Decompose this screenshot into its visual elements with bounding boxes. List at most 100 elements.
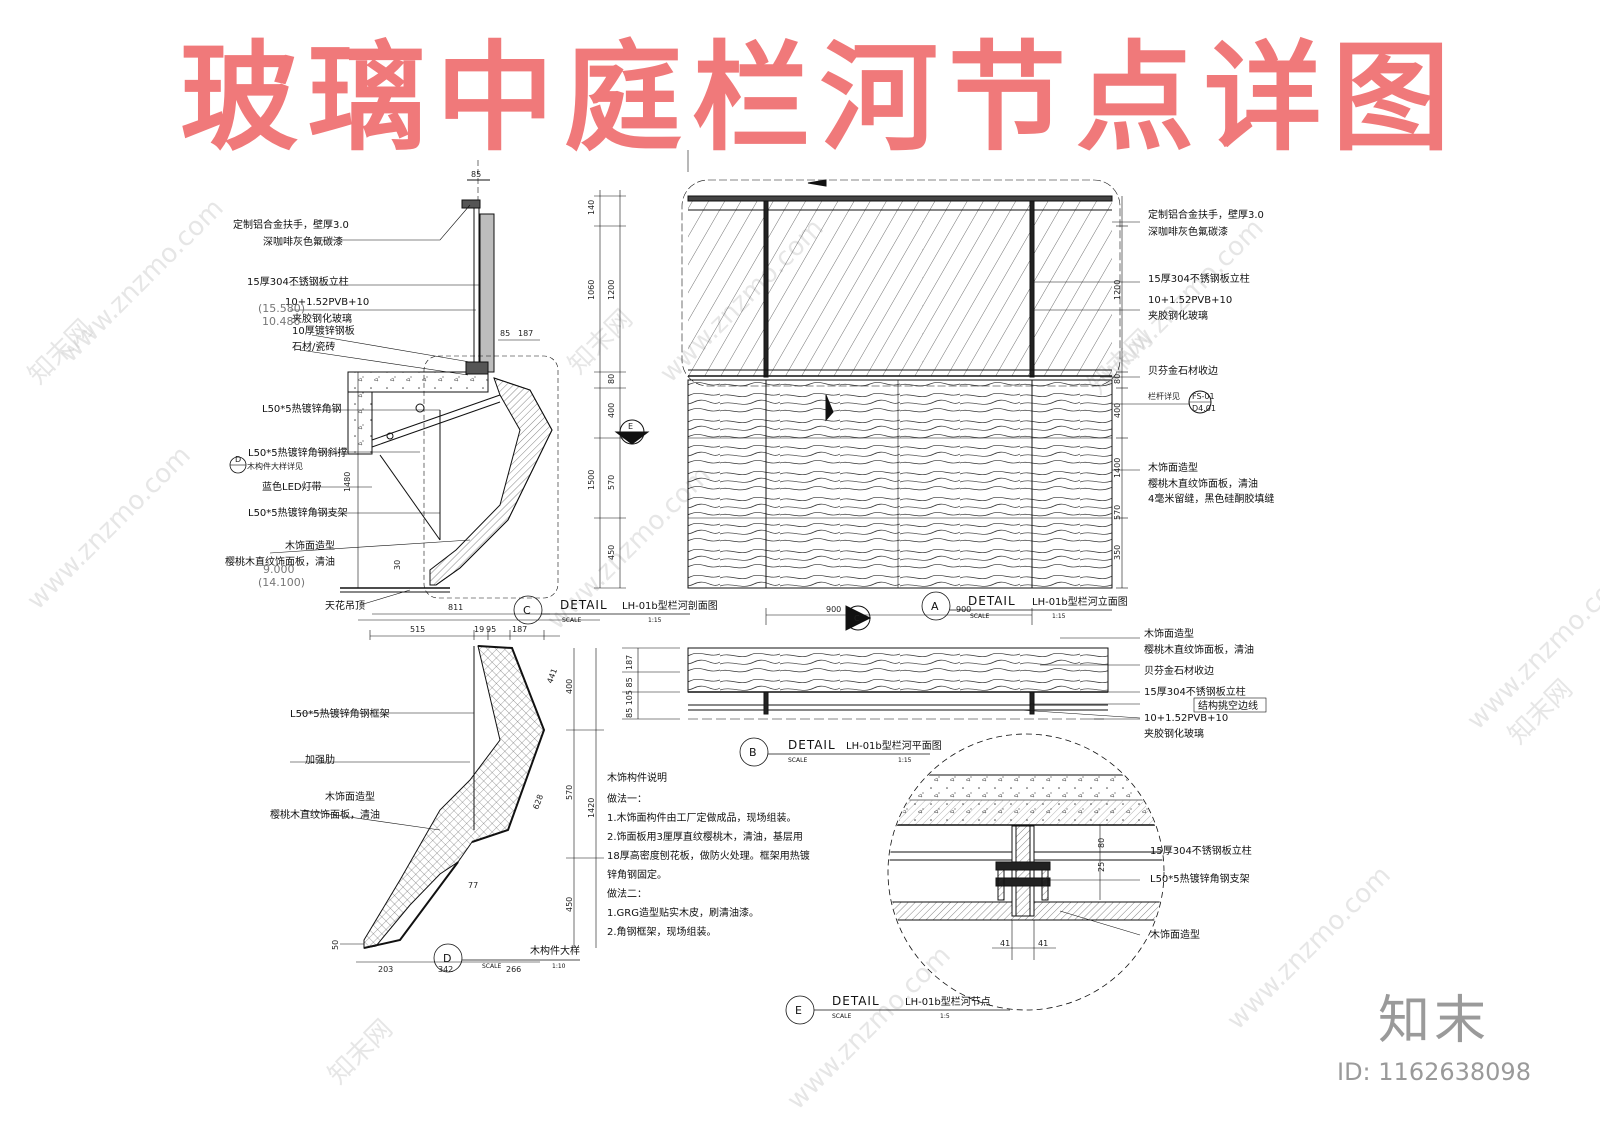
page-title: 玻璃中庭栏河节点详图 (180, 28, 1461, 167)
dim-label: 19 (474, 625, 484, 634)
label-glass: 夹胶钢化玻璃 (292, 312, 352, 325)
dim-label: 266 (506, 965, 521, 974)
dim-label: 570 (565, 785, 574, 800)
elevation-a-labels: 定制铝合金扶手，壁厚3.0 深咖啡灰色氟碳漆 15厚304不锈钢板立柱 10+1… (587, 200, 1274, 623)
dim-label: 350 (1113, 545, 1122, 560)
label-steel-post: 15厚304不锈钢板立柱 (247, 275, 349, 288)
section-c-tag: C (523, 604, 531, 617)
dim-label: 187 (512, 625, 527, 634)
detail-d-scale: 1:10 (552, 963, 566, 970)
level-bottom: 9.000 (263, 563, 295, 576)
label-cherry-veneer: 樱桃木直纹饰面板，清油 (270, 808, 380, 821)
section-c-labels: 定制铝合金扶手，壁厚3.0 深咖啡灰色氟碳漆 15厚304不锈钢板立柱 10+1… (225, 218, 369, 612)
label-handrail: 定制铝合金扶手，壁厚3.0 (1148, 208, 1264, 221)
label-handrail: 定制铝合金扶手，壁厚3.0 (233, 218, 349, 231)
label-handrail-finish: 深咖啡灰色氟碳漆 (1148, 225, 1228, 238)
label-steel-post: 15厚304不锈钢板立柱 (1148, 272, 1250, 285)
label-steel-post: 15厚304不锈钢板立柱 (1144, 685, 1246, 698)
label-wood-form: 木饰面造型 (285, 539, 335, 552)
dim-label: 80 (1113, 374, 1122, 384)
dim-label: 400 (1113, 403, 1122, 418)
dim-label: 25 (1097, 862, 1106, 872)
label-angle-steel: L50*5热镀锌角钢 (262, 402, 342, 415)
label-stone-edge: 贝芬金石材收边 (1144, 664, 1214, 677)
dim-label: 77 (468, 881, 478, 890)
label-glass-spec: 10+1.52PVB+10 (285, 297, 369, 308)
dim-label: 30 (393, 560, 402, 570)
dim-label: 1060 (587, 280, 596, 300)
detail-e-drawing (887, 733, 1165, 1011)
dim-label: 187 (625, 655, 634, 670)
notes-heading: 木饰构件说明 (607, 771, 667, 784)
label-cherry-veneer: 樱桃木直纹饰面板，清油 (1148, 477, 1258, 490)
detail-e-scale: 1:5 (940, 1013, 950, 1020)
dim-label: 85 (500, 329, 510, 338)
dim-label: 41 (1038, 939, 1048, 948)
dim-label: 50 (331, 940, 340, 950)
label-cherry-veneer: 樱桃木直纹饰面板，清油 (1144, 643, 1254, 656)
dim-label: 400 (565, 679, 574, 694)
label-glass: 夹胶钢化玻璃 (1148, 309, 1208, 322)
level-bottom-2: (14.100) (258, 576, 305, 589)
plan-b-detail-word: DETAIL (788, 738, 836, 752)
section-c-title: C DETAIL LH-01b型栏河剖面图 SCALE 1:15 (513, 595, 718, 625)
label-wood-form: 木饰面造型 (325, 790, 375, 803)
label-led: 蓝色LED灯带 (262, 480, 322, 493)
label-bracket: L50*5热镀锌角钢支架 (1150, 872, 1250, 885)
callout-top: FS-01 (1192, 392, 1215, 401)
plan-b-tag: B (749, 746, 757, 759)
plan-b-title: B DETAIL LH-01b型栏河平面图 SCALE 1:15 (739, 737, 942, 767)
notes-line: 2.饰面板用3厘厚直纹樱桃木，清油，基层用 (607, 830, 803, 843)
elevation-a-title-text: LH-01b型栏河立面图 (1032, 595, 1128, 608)
elevation-a-tag: A (931, 600, 939, 613)
dim-label: 95 (486, 625, 496, 634)
section-c-scale: 1:15 (648, 617, 662, 624)
label-stone-edge: 贝芬金石材收边 (1148, 364, 1218, 377)
dim-label: 400 (607, 403, 616, 418)
dim-label: 1480 (343, 472, 352, 492)
watermark-site: www.znzmo.com (21, 440, 196, 615)
detail-d-labels: L50*5热镀锌角钢框架 加强肋 木饰面造型 樱桃木直纹饰面板，清油 515 1… (270, 625, 596, 974)
detail-e-title: E DETAIL LH-01b型栏河节点 SCALE 1:5 (785, 994, 1010, 1025)
dim-label: 450 (607, 545, 616, 560)
dim-label: 811 (448, 603, 463, 612)
detail-e-tag: E (795, 1004, 802, 1017)
callout-d-tag: D (235, 455, 241, 464)
label-glass-spec: 10+1.52PVB+10 (1144, 713, 1228, 724)
watermark-brand: 知末网 (563, 304, 639, 380)
notes-line: 1.GRG造型贴实木皮，刷清油漆。 (607, 906, 759, 919)
elevation-a-scale: 1:15 (1052, 613, 1066, 620)
detail-e-scale-word: SCALE (832, 1013, 851, 1020)
label-diagonal-brace: L50*5热镀锌角钢斜撑 (248, 446, 348, 459)
dim-label: 80 (607, 374, 616, 384)
label-glass-spec: 10+1.52PVB+10 (1148, 295, 1232, 306)
label-wood-form: 木饰面造型 (1148, 461, 1198, 474)
label-angle-frame: L50*5热镀锌角钢框架 (290, 707, 390, 720)
plan-b-title-text: LH-01b型栏河平面图 (846, 739, 942, 752)
detail-d-title: D 木构件大样 SCALE 1:10 (433, 943, 580, 973)
dim-label: 570 (607, 475, 616, 490)
dim-label: 441 (545, 667, 559, 684)
dim-label: 80 (1097, 838, 1106, 848)
label-bracket: L50*5热镀锌角钢支架 (248, 506, 348, 519)
label-cherry-veneer: 樱桃木直纹饰面板，清油 (225, 555, 335, 568)
plan-b-scale-word: SCALE (788, 757, 807, 764)
elevation-a-scale-word: SCALE (970, 613, 989, 620)
watermark-site: www.znzmo.com (781, 940, 956, 1115)
section-c-detail-word: DETAIL (560, 598, 608, 612)
watermark-brand: 知末网 (323, 1014, 399, 1090)
callout-bottom: D4.01 (1192, 404, 1216, 413)
notes-line: 锌角钢固定。 (607, 868, 667, 881)
dim-label: 140 (587, 200, 596, 215)
dim-label: 900 (826, 605, 841, 614)
label-rib: 加强肋 (305, 753, 335, 766)
label-joint: 4毫米留缝，黑色硅酮胶填缝 (1148, 492, 1274, 505)
section-mark-c: C (854, 614, 860, 623)
dim-label: 628 (531, 793, 545, 810)
label-ceiling: 天花吊顶 (325, 599, 365, 612)
dim-label: 85 105 85 (625, 677, 634, 718)
detail-e-title-text: LH-01b型栏河节点 (905, 995, 991, 1008)
notes-line: 1.木饰面构件由工厂定做成品，现场组装。 (607, 811, 797, 824)
dim-label: 1200 (607, 280, 616, 300)
dim-label: 85 (471, 170, 481, 179)
